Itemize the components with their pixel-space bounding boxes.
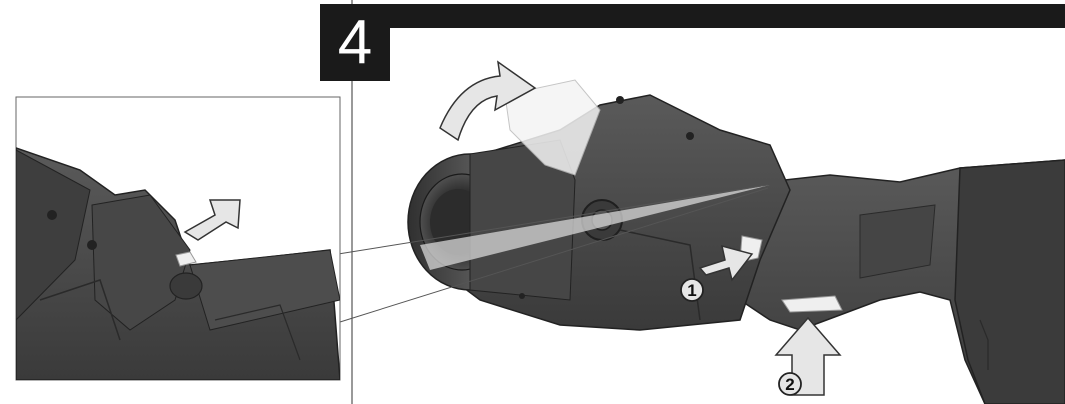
step-number: 4 (320, 4, 390, 81)
inset-detail (16, 147, 340, 380)
header-bar (320, 4, 1065, 28)
battery-pack (954, 159, 1065, 404)
grip-texture (859, 204, 936, 279)
zoom-line-top (331, 184, 769, 256)
tool-illustration (407, 60, 1065, 404)
callout-1-label: 1 (687, 281, 696, 300)
retaining-clip (504, 79, 601, 176)
callout-2: 2 (778, 372, 802, 396)
callout-2-label: 2 (785, 375, 794, 394)
rotate-arrow (439, 60, 537, 142)
zoom-cone (420, 185, 770, 270)
zoom-line-bottom (339, 187, 769, 323)
inset-arrow (183, 199, 241, 241)
callout-1: 1 (680, 278, 704, 302)
inset-release-button (175, 251, 197, 267)
arrow-1 (698, 244, 754, 282)
trigger (781, 295, 843, 313)
